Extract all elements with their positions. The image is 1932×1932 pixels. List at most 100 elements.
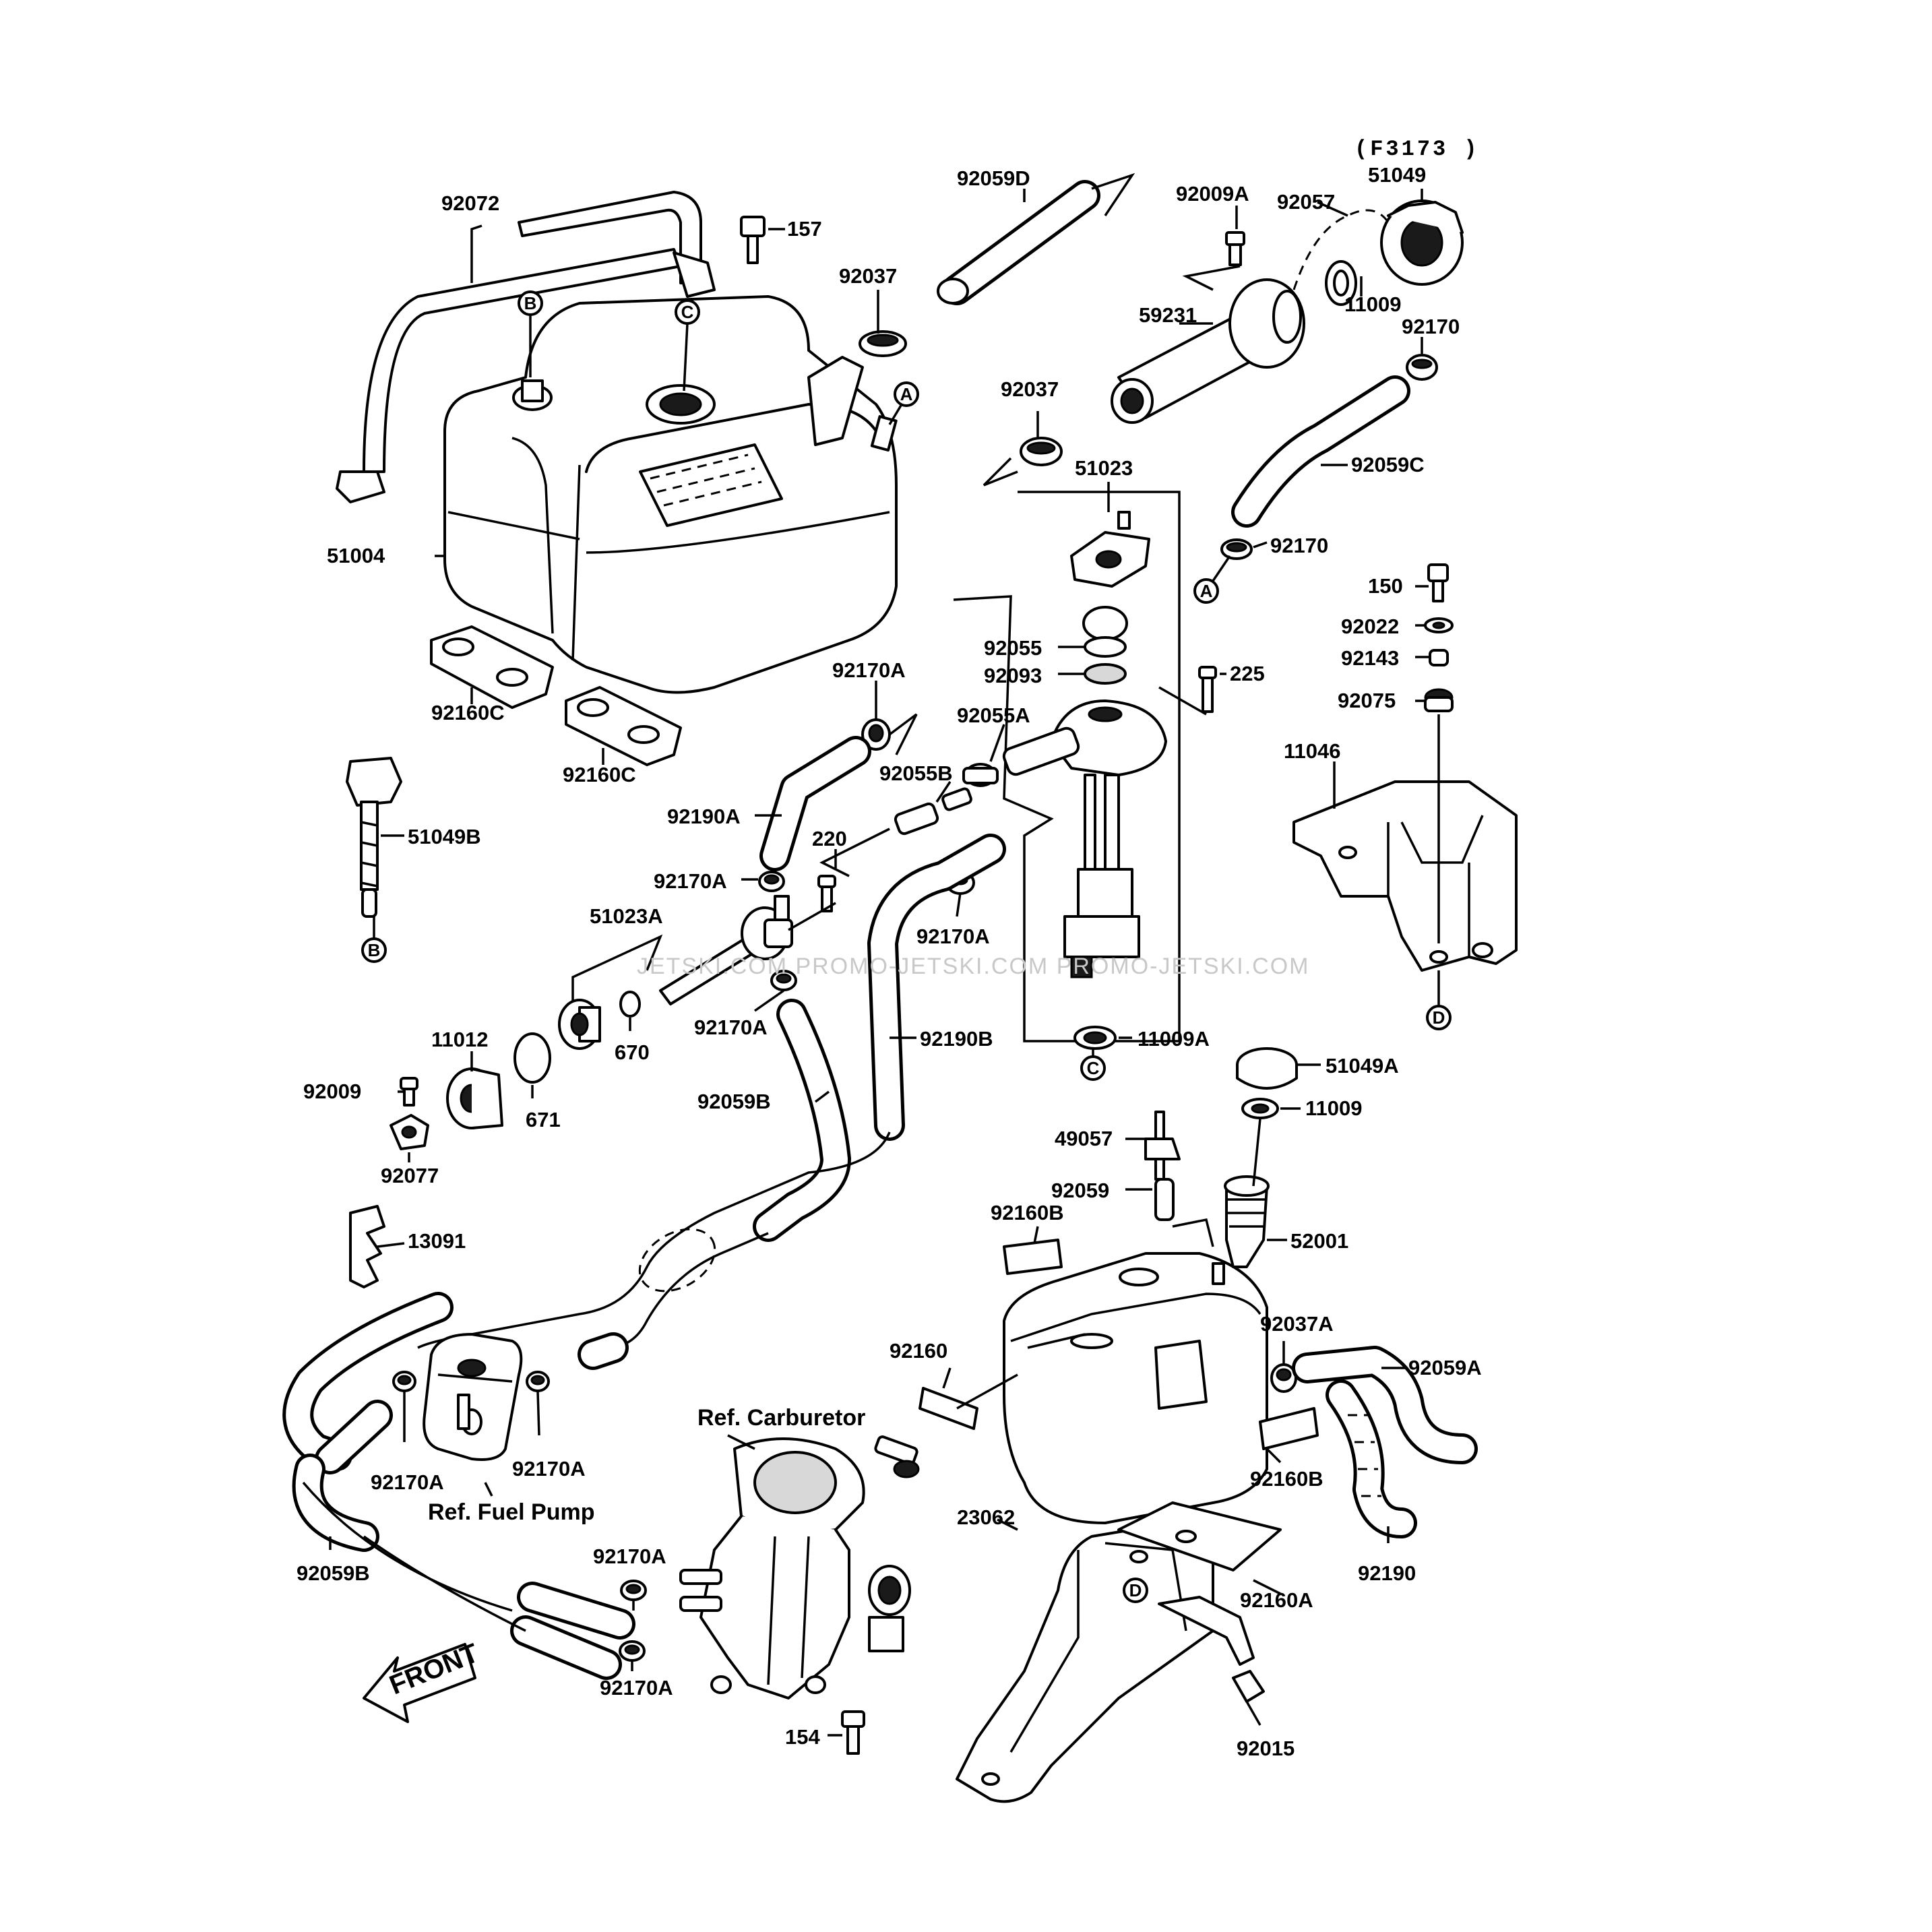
pump-hoses: [282, 1292, 629, 1474]
label-92037-top: 92037: [839, 264, 897, 288]
marker-b-top: B: [518, 290, 543, 377]
label-92160c-1: 92160C: [431, 701, 505, 724]
label-52001: 52001: [1290, 1229, 1348, 1253]
hose-92059d: [937, 173, 1135, 305]
tube-92059: [1154, 1178, 1214, 1247]
screw-92009: [400, 1077, 418, 1107]
label-92059b-1: 92059B: [697, 1090, 771, 1113]
label-92170a-3: 92170A: [916, 925, 990, 948]
label-51049: 51049: [1368, 163, 1426, 187]
vent-49057: [1144, 1111, 1181, 1181]
washer-11009a: [1073, 1026, 1117, 1050]
label-92037-mid: 92037: [1001, 377, 1059, 401]
hose-92059c: [1231, 375, 1410, 528]
pad-92160b-1: [1003, 1239, 1063, 1275]
figure-code: (F3173 ): [1354, 137, 1480, 162]
oring-671: [513, 1032, 551, 1084]
label-92009a: 92009A: [1176, 182, 1249, 206]
filler-cap: [1380, 199, 1464, 286]
label-92059b-2: 92059B: [297, 1561, 370, 1585]
marker-c-top: C: [675, 299, 700, 392]
dipstick-51049b: [346, 757, 402, 918]
label-92170a-7: 92170A: [593, 1545, 666, 1568]
label-23062: 23062: [957, 1505, 1015, 1529]
label-92170a-8: 92170A: [600, 1676, 673, 1700]
label-92059c: 92059C: [1351, 453, 1425, 476]
marker-d-bottom: D: [1123, 1578, 1148, 1603]
filler-52001: [1224, 1175, 1270, 1268]
label-11009-mid: 11009: [1305, 1096, 1363, 1120]
label-92170a-4: 92170A: [694, 1016, 768, 1039]
clamp-92077: [389, 1114, 429, 1150]
label-92160: 92160: [890, 1339, 947, 1363]
clip-13091: [349, 1205, 385, 1288]
label-92160c-2: 92160C: [563, 763, 636, 786]
cap-51049a: [1236, 1047, 1298, 1090]
tank-strap: [336, 191, 716, 503]
leader-220: [819, 828, 890, 877]
label-150: 150: [1368, 574, 1403, 598]
label-92059d: 92059D: [957, 166, 1030, 190]
svg-text:B: B: [368, 940, 381, 960]
clamp-92170-mid: [1220, 538, 1253, 560]
pad-92160a: [1117, 1501, 1282, 1571]
screw-225: [1158, 666, 1217, 716]
hose-joint-dashed: [638, 1228, 716, 1292]
label-ref-carburetor: Ref. Carburetor: [697, 1405, 865, 1431]
label-92160b-2: 92160B: [1250, 1467, 1323, 1491]
label-92190: 92190: [1358, 1561, 1416, 1585]
svg-text:A: A: [900, 384, 913, 404]
label-92143: 92143: [1341, 646, 1399, 670]
label-92170a-5: 92170A: [371, 1470, 444, 1494]
hose-92190a: [759, 736, 871, 871]
fuel-line-route: [417, 1131, 891, 1349]
tank-pad-left: [430, 625, 554, 709]
fuel-tank: [443, 295, 898, 694]
fuel-pump: [423, 1333, 523, 1461]
label-92059: 92059: [1051, 1179, 1109, 1202]
label-92015: 92015: [1237, 1737, 1295, 1760]
hose-92190b: [867, 834, 1006, 1141]
marker-a-top: A: [888, 381, 919, 425]
label-11009a: 11009A: [1138, 1027, 1210, 1051]
marker-b-bottom: B: [361, 916, 387, 963]
pad-92160b-2: [1259, 1407, 1319, 1450]
label-59231: 59231: [1139, 303, 1197, 327]
label-92170a-1: 92170A: [832, 658, 906, 682]
hose-92059b-mid: [753, 999, 851, 1242]
label-225: 225: [1230, 662, 1265, 685]
label-51049a: 51049A: [1326, 1054, 1399, 1078]
clamp-92170a-1: [861, 713, 918, 755]
clamp-92037-top: [859, 330, 907, 357]
label-220: 220: [812, 827, 847, 850]
label-92170-mid: 92170: [1270, 534, 1328, 557]
label-92075: 92075: [1338, 689, 1396, 712]
label-51049b: 51049B: [408, 825, 481, 848]
clamp-92170a-2: [758, 871, 785, 892]
watermark: JETSKI.COM PROMO-JETSKI.COM PROMO-JETSKI…: [637, 954, 1309, 979]
pad-92160: [918, 1373, 1018, 1430]
front-arrow: FRONT: [363, 1638, 482, 1723]
collar-92143: [1429, 649, 1449, 666]
label-671: 671: [526, 1108, 561, 1131]
bracket-11012: [446, 1067, 503, 1129]
washer-11009-mid: [1241, 1098, 1279, 1187]
fuel-valve-51023a: [571, 895, 836, 1018]
label-92055: 92055: [984, 636, 1042, 660]
label-92072: 92072: [441, 191, 499, 215]
label-11012: 11012: [431, 1028, 489, 1051]
label-154: 154: [785, 1725, 820, 1749]
label-11046: 11046: [1284, 739, 1341, 763]
svg-text:B: B: [524, 293, 537, 313]
clamp-92037-mid: [983, 437, 1063, 487]
label-92009: 92009: [303, 1080, 361, 1103]
label-13091: 13091: [408, 1229, 466, 1253]
knob-51023a: [558, 999, 601, 1050]
screw-92009a: [1182, 231, 1245, 291]
label-157: 157: [787, 217, 822, 241]
plug-92055a: [962, 763, 999, 787]
bolt-154: [841, 1710, 865, 1755]
svg-text:D: D: [1129, 1580, 1142, 1600]
screw-92055b: [894, 787, 972, 836]
